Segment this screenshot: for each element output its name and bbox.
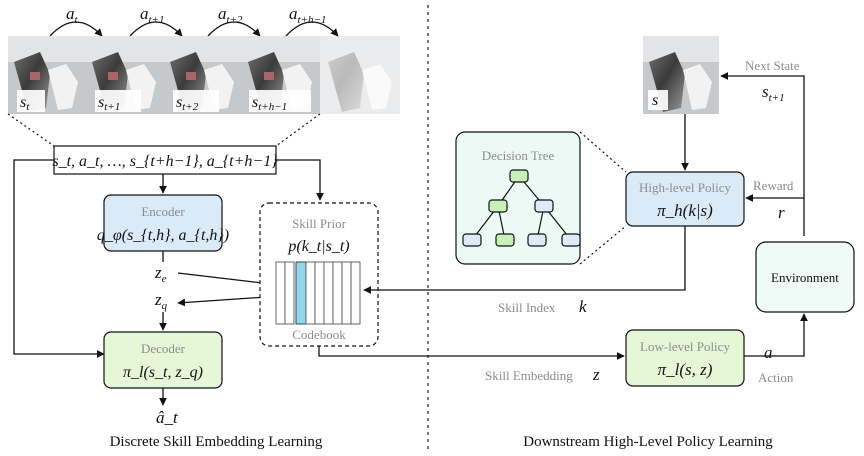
next-state-arrow <box>720 72 805 236</box>
decoder-formula: π_l(s_t, z_q) <box>123 364 203 381</box>
frame-faded <box>320 36 400 114</box>
z-e-label: ze <box>154 263 167 285</box>
skill-embedding-var: z <box>592 365 600 384</box>
skill-embedding-arrow <box>318 346 625 360</box>
skill-index-arrow <box>363 226 686 294</box>
encoder-title: Encoder <box>141 204 185 219</box>
decision-tree-title: Decision Tree <box>482 148 555 163</box>
next-state-label: Next State <box>745 58 800 73</box>
high-policy-formula: π_h(k|s) <box>657 201 713 220</box>
z-q-label: zq <box>154 290 168 312</box>
frame-1: st+1 <box>86 36 164 114</box>
action-label: Action <box>758 370 794 385</box>
reward-label: Reward <box>753 178 794 193</box>
frames-zoom-line-left <box>7 113 55 147</box>
frame-state-3: st+h−1 <box>252 94 287 113</box>
action-label-0: at <box>66 4 79 26</box>
frames-zoom-line-right <box>275 113 321 147</box>
codebook-grid <box>275 261 361 325</box>
frame-state-1: st+1 <box>98 94 120 113</box>
codebook-label: Codebook <box>292 327 346 342</box>
reward-var: r <box>778 203 785 222</box>
decision-tree-graph <box>462 169 581 247</box>
action-label-2: at+2 <box>218 4 243 26</box>
tree-zoom-line-top <box>579 131 627 173</box>
action-arrow <box>744 313 808 357</box>
trajectory-links <box>13 159 324 358</box>
encoder-formula: q_φ(s_{t,h}, a_{t,h}) <box>97 227 229 244</box>
trajectory-text: s_t, a_t, …, s_{t+h−1}, a_{t+h−1} <box>52 153 278 170</box>
a-hat-label: â_t <box>156 408 179 427</box>
decoder-title: Decoder <box>141 341 186 356</box>
frame-2: st+2 <box>164 36 242 114</box>
skill-prior-formula: p(k_t|s_t) <box>287 238 349 255</box>
next-state-var: st+1 <box>762 82 785 104</box>
action-label-3: at+h−1 <box>289 4 326 26</box>
environment-label: Environment <box>771 270 839 285</box>
decision-tree-box <box>455 131 581 265</box>
frame-state-2: st+2 <box>176 94 199 113</box>
frame-3: st+h−1 <box>242 36 320 114</box>
action-var: a <box>764 343 773 362</box>
tree-zoom-line-bottom <box>579 225 627 265</box>
left-caption: Discrete Skill Embedding Learning <box>110 434 323 450</box>
action-arcs <box>49 21 339 37</box>
state-label: s <box>652 92 658 109</box>
skill-index-var: k <box>579 297 587 316</box>
frame-state-0: st <box>20 94 30 113</box>
high-policy-title: High-level Policy <box>639 180 732 195</box>
skill-embedding-label: Skill Embedding <box>485 368 573 383</box>
skill-prior-title: Skill Prior <box>292 216 346 231</box>
state-image: s <box>643 36 719 114</box>
low-policy-title: Low-level Policy <box>640 339 730 354</box>
action-label-1: at+1 <box>140 4 164 26</box>
low-policy-formula: π_l(s, z) <box>658 360 713 379</box>
trajectory-box <box>53 145 277 175</box>
environment-box <box>755 241 855 313</box>
right-caption: Downstream High-Level Policy Learning <box>523 434 773 450</box>
frame-0: st <box>8 36 86 114</box>
low-policy-box <box>625 329 745 387</box>
skill-index-label: Skill Index <box>498 300 556 315</box>
